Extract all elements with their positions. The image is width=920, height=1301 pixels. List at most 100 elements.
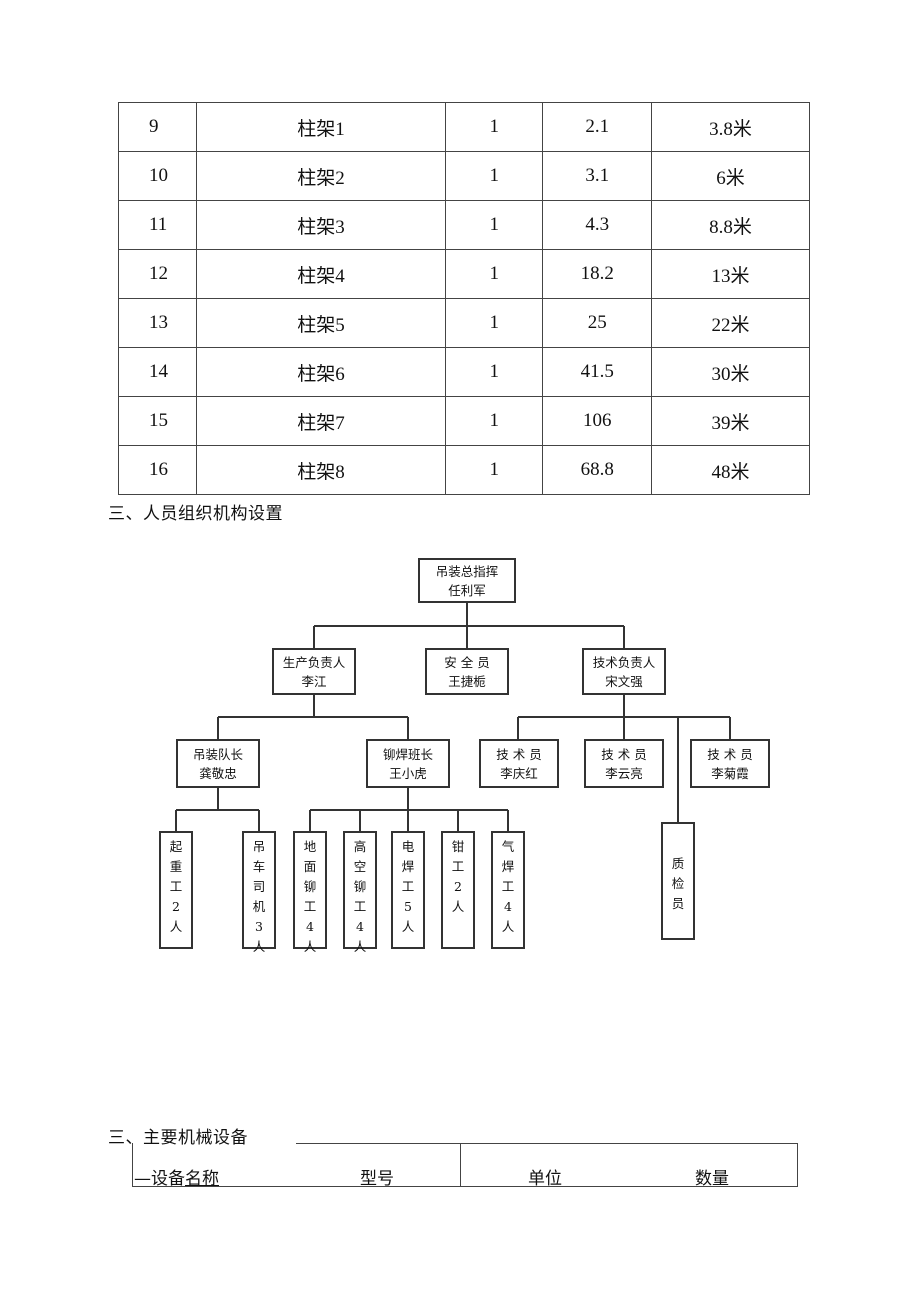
quantity-cell: 1 — [445, 151, 544, 201]
safety-name: 王捷栀 — [448, 673, 486, 689]
component-name-cell: 柱架1 — [195, 102, 447, 152]
height-cell: 48米 — [650, 445, 811, 495]
quantity-cell: 1 — [445, 396, 544, 446]
vertical-label: 钳工2人 — [451, 839, 465, 914]
component-name-cell: 柱架7 — [195, 396, 447, 446]
row-index-cell: 15 — [118, 396, 197, 446]
equipment-table-left-border — [132, 1143, 133, 1187]
row-index-cell: 10 — [118, 151, 197, 201]
vertical-label: 气焊工4人 — [501, 839, 515, 934]
col-equipment-name-underlined: 名称 — [185, 1169, 219, 1189]
technician-2-box: 技 术 员 李云亮 — [584, 739, 664, 788]
height-cell: 22米 — [650, 298, 811, 348]
worker-box-high-riveter: 高空铆工4人 — [343, 831, 377, 954]
row-index-cell: 9 — [118, 102, 197, 152]
chief-commander-box: 吊装总指挥 任利军 — [418, 558, 516, 603]
tech1-role: 技 术 员 — [496, 746, 542, 762]
org-section-heading: 三、人员组织机构设置 — [108, 504, 283, 524]
weight-cell: 25 — [542, 298, 652, 348]
quantity-cell: 1 — [445, 347, 544, 397]
height-cell: 39米 — [650, 396, 811, 446]
weight-cell: 18.2 — [542, 249, 652, 299]
worker-box-fitter: 钳工2人 — [441, 831, 475, 949]
tech2-role: 技 术 员 — [601, 746, 647, 762]
weight-cell: 3.1 — [542, 151, 652, 201]
hoist-leader-box: 吊装队长 龚敬忠 — [176, 739, 260, 788]
technical-manager-box: 技术负责人 宋文强 — [582, 648, 666, 695]
col-quantity: 数量 — [695, 1169, 729, 1189]
safety-officer-box: 安 全 员 王捷栀 — [425, 648, 509, 695]
chief-role: 吊装总指挥 — [435, 563, 499, 579]
vertical-label: 高空铆工4人 — [353, 839, 367, 954]
row-index-cell: 12 — [118, 249, 197, 299]
tech3-name: 李菊霞 — [711, 765, 749, 781]
weld-leader-box: 铆焊班长 王小虎 — [366, 739, 450, 788]
quantity-cell: 1 — [445, 102, 544, 152]
equipment-table-divider — [460, 1143, 461, 1187]
row-index-cell: 16 — [118, 445, 197, 495]
safety-role: 安 全 员 — [444, 654, 490, 670]
vertical-label: 质检员 — [671, 856, 685, 911]
technician-3-box: 技 术 员 李菊霞 — [690, 739, 770, 788]
col-unit: 单位 — [528, 1169, 562, 1189]
height-cell: 13米 — [650, 249, 811, 299]
technical-role: 技术负责人 — [592, 654, 656, 670]
row-index-cell: 11 — [118, 200, 197, 250]
equipment-table-top-border — [296, 1143, 798, 1144]
tech2-name: 李云亮 — [605, 765, 643, 781]
col-equipment-name: —设备名称 — [134, 1164, 219, 1189]
height-cell: 3.8米 — [650, 102, 811, 152]
component-name-cell: 柱架4 — [195, 249, 447, 299]
equipment-table-bottom-border — [132, 1186, 798, 1187]
height-cell: 6米 — [650, 151, 811, 201]
hoist-leader-name: 龚敬忠 — [199, 765, 237, 781]
vertical-label: 起重工2人 — [169, 839, 183, 934]
weld-leader-role: 铆焊班长 — [382, 746, 433, 762]
vertical-label: 地面铆工4人 — [303, 839, 317, 954]
height-cell: 8.8米 — [650, 200, 811, 250]
weight-cell: 2.1 — [542, 102, 652, 152]
col-model: 型号 — [360, 1169, 394, 1189]
worker-box-gas-welder: 气焊工4人 — [491, 831, 525, 949]
weld-leader-name: 王小虎 — [389, 765, 427, 781]
equipment-table-right-border — [797, 1143, 798, 1187]
component-name-cell: 柱架2 — [195, 151, 447, 201]
component-name-cell: 柱架8 — [195, 445, 447, 495]
component-name-cell: 柱架3 — [195, 200, 447, 250]
equipment-section-heading: 三、主要机械设备 — [108, 1128, 248, 1148]
production-manager-box: 生产负责人 李江 — [272, 648, 356, 695]
worker-box-ground-riveter: 地面铆工4人 — [293, 831, 327, 954]
weight-cell: 106 — [542, 396, 652, 446]
hoist-leader-role: 吊装队长 — [192, 746, 243, 762]
quality-inspector-box: 质检员 — [661, 822, 695, 940]
quantity-cell: 1 — [445, 249, 544, 299]
weight-cell: 41.5 — [542, 347, 652, 397]
tech1-name: 李庆红 — [500, 765, 538, 781]
component-name-cell: 柱架5 — [195, 298, 447, 348]
row-index-cell: 13 — [118, 298, 197, 348]
production-role: 生产负责人 — [282, 654, 346, 670]
height-cell: 30米 — [650, 347, 811, 397]
component-name-cell: 柱架6 — [195, 347, 447, 397]
technician-1-box: 技 术 员 李庆红 — [479, 739, 559, 788]
worker-box-crane-driver: 吊车司机3人 — [242, 831, 276, 954]
worker-box-welder: 电焊工5人 — [391, 831, 425, 949]
weight-cell: 68.8 — [542, 445, 652, 495]
tech3-role: 技 术 员 — [707, 746, 753, 762]
quantity-cell: 1 — [445, 200, 544, 250]
quantity-cell: 1 — [445, 445, 544, 495]
vertical-label: 吊车司机3人 — [252, 839, 266, 954]
row-index-cell: 14 — [118, 347, 197, 397]
col-equipment-name-prefix: —设备 — [134, 1169, 185, 1189]
technical-name: 宋文强 — [605, 673, 643, 689]
worker-box-rigger: 起重工2人 — [159, 831, 193, 949]
chief-name: 任利军 — [448, 582, 486, 598]
